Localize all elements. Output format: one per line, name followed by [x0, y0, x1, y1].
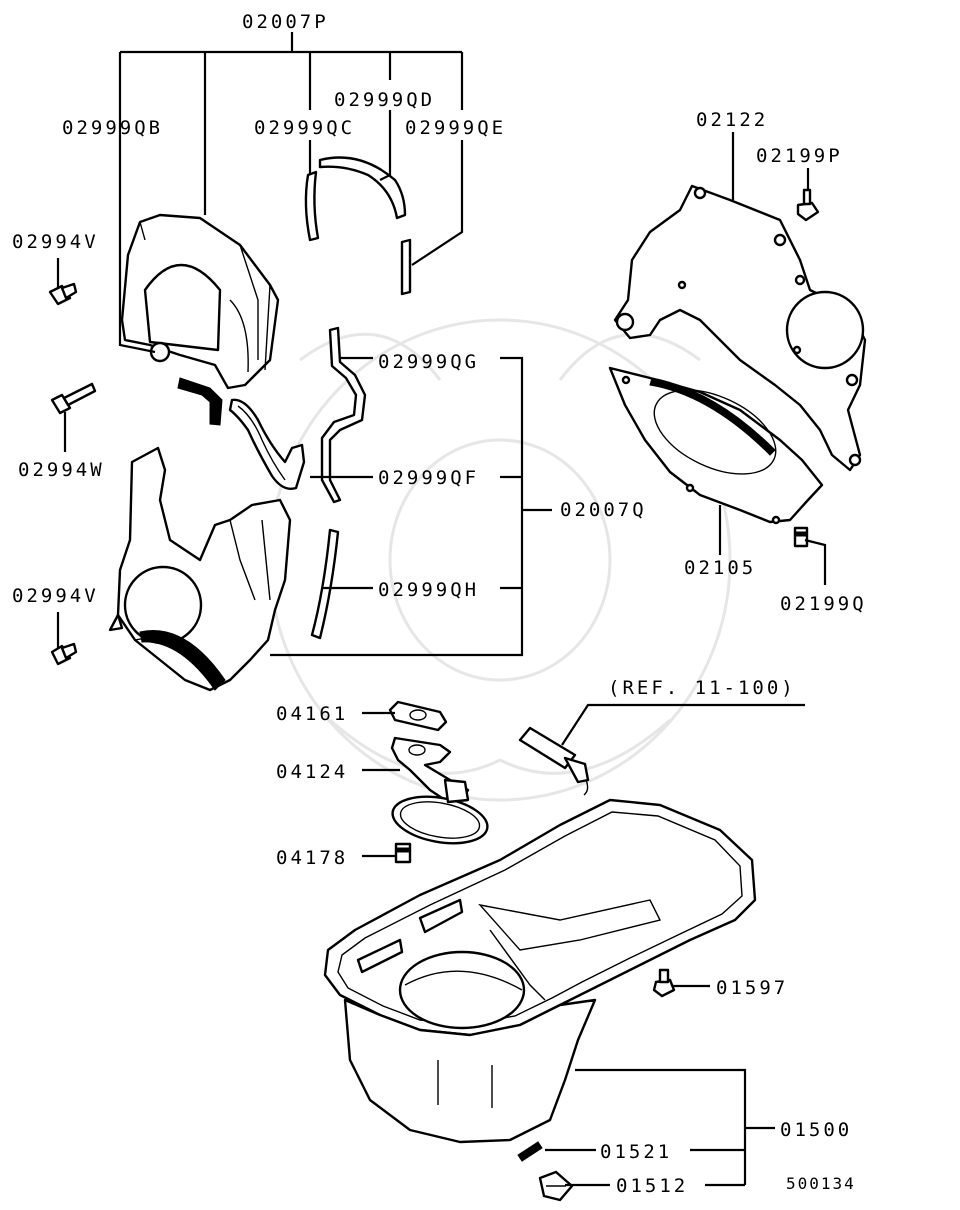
label-02994W: 02994W	[18, 459, 105, 481]
lower-timing-cover	[108, 446, 292, 692]
bolt-02994V-bottom	[50, 642, 78, 666]
bolt-04178	[394, 842, 412, 864]
label-02999QF: 02999QF	[378, 467, 479, 489]
label-ref-11-100: (REF. 11-100)	[608, 677, 796, 699]
diagram-id: 500134	[786, 1174, 856, 1193]
label-04178: 04178	[276, 847, 348, 869]
label-02122: 02122	[696, 109, 768, 131]
gasket-04161	[388, 700, 448, 732]
gasket-02999QH	[310, 528, 340, 640]
label-02994V-bottom: 02994V	[12, 585, 99, 607]
oil-strainer-04124	[390, 736, 489, 845]
label-02199Q: 02199Q	[780, 593, 867, 615]
gasket-02999QG	[320, 326, 367, 504]
gasket-01521	[517, 1141, 543, 1162]
bolt-02199Q	[793, 526, 809, 548]
label-02999QD: 02999QD	[334, 89, 435, 111]
seal-02999QE	[400, 238, 412, 296]
part-labels: 02007P 02999QD 02999QB 02999QC 02999QE 0…	[12, 11, 867, 1197]
label-01500: 01500	[780, 1119, 852, 1141]
rear-plate-02122	[613, 184, 867, 472]
label-01597: 01597	[716, 977, 788, 999]
label-02994V-top: 02994V	[12, 231, 99, 253]
seal-02999QC	[304, 170, 320, 242]
label-04124: 04124	[276, 761, 348, 783]
bolt-01597	[652, 968, 676, 998]
rear-plate-02105	[608, 366, 824, 525]
label-02007P: 02007P	[242, 11, 329, 33]
bolt-02199P	[796, 188, 820, 222]
gasket-02999QF	[228, 398, 306, 490]
label-02999QH: 02999QH	[378, 579, 479, 601]
label-02105: 02105	[684, 557, 756, 579]
label-02999QB: 02999QB	[62, 117, 163, 139]
label-02199P: 02199P	[756, 145, 843, 167]
label-01512: 01512	[616, 1175, 688, 1197]
bolt-02994W	[50, 382, 97, 415]
seal-02999QD	[318, 156, 407, 220]
label-01521: 01521	[600, 1141, 672, 1163]
leader-lines	[56, 32, 827, 1187]
label-02999QE: 02999QE	[405, 117, 506, 139]
watermark-emblem	[268, 318, 732, 802]
label-02999QC: 02999QC	[254, 117, 355, 139]
label-04161: 04161	[276, 703, 348, 725]
label-02007Q: 02007Q	[560, 499, 647, 521]
sealant-tube	[518, 726, 590, 796]
gasket-strip-upper	[177, 377, 223, 426]
upper-timing-cover	[120, 213, 280, 390]
bolt-02994V-top	[48, 282, 78, 306]
drain-plug-01512	[538, 1170, 574, 1202]
label-02999QG: 02999QG	[378, 351, 479, 373]
oil-pan-01500	[323, 798, 757, 1144]
